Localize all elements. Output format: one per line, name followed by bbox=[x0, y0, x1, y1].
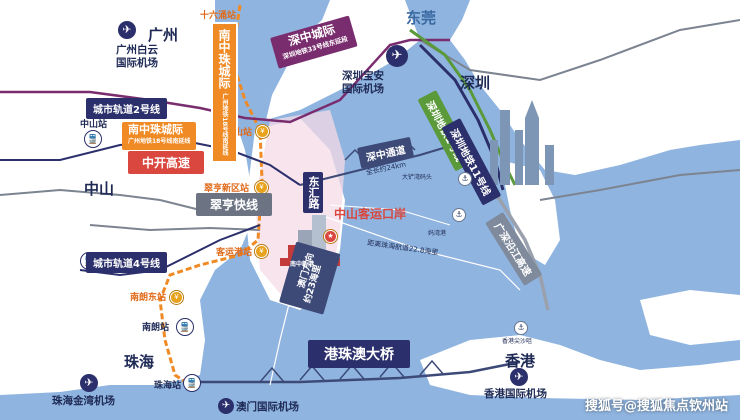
shenzhen-coast bbox=[470, 0, 740, 130]
airport-icon-hongkong: ✈ bbox=[510, 368, 528, 386]
city-guangzhou: 广州 bbox=[148, 26, 179, 44]
anchor-icon-mazhou: ⚓ bbox=[452, 208, 466, 222]
station-pin-keyun: ¥ bbox=[255, 245, 268, 258]
city-zhuhai: 珠海 bbox=[124, 353, 155, 371]
station-nanlang: 南朗站 bbox=[142, 323, 170, 333]
airport-shenzhen: 深圳宝安 国际机场 bbox=[342, 70, 384, 95]
city-zhongshan: 中山 bbox=[84, 180, 115, 198]
tag-metro4: 城市轨道4号线 bbox=[86, 252, 167, 273]
tag-nanzhongzhu-left-sub: 广州地铁18号线南延线 bbox=[128, 138, 191, 145]
tag-hzm-bridge-label: 港珠澳大桥 bbox=[324, 347, 394, 363]
shenzhong-intercity-line bbox=[0, 38, 450, 124]
station-keyun: 客运港站 bbox=[216, 248, 253, 258]
tag-nanzhongzhu-left-label: 南中珠城际 bbox=[128, 123, 183, 136]
tag-metro2: 城市轨道2号线 bbox=[86, 98, 167, 119]
ferry-route-hk bbox=[319, 214, 521, 291]
station-pin-nanlang-east: ¥ bbox=[170, 291, 183, 304]
airport-icon-shenzhen: ✈ bbox=[386, 45, 408, 67]
airport-icon-guangzhou: ✈ bbox=[118, 21, 136, 39]
tag-nanzhongzhu-top-sub: 广州地铁18号线南延线 bbox=[221, 93, 228, 156]
zhongshan-port-label: 中山客运口岸 bbox=[334, 207, 407, 221]
tag-donghui-road: 东汇路 bbox=[303, 172, 323, 213]
hzm-bridge-deck bbox=[195, 360, 521, 384]
airport-macau: 澳门国际机场 bbox=[236, 401, 299, 413]
tag-cuiheng-express: 翠亨快线 bbox=[196, 193, 273, 216]
tag-hzm-bridge: 港珠澳大桥 bbox=[308, 340, 410, 368]
city-shenzhen: 深圳 bbox=[460, 74, 491, 92]
ferry-route-shekou bbox=[329, 204, 451, 226]
nanzhongzhu-line bbox=[158, 4, 264, 387]
airport-icon-zhuhai: ✈ bbox=[80, 374, 98, 392]
station-xiangshan: 香山站 bbox=[225, 128, 253, 138]
tag-nanzhongzhu-left: 南中珠城际 广州地铁18号线南延线 bbox=[122, 122, 197, 150]
city-hongkong: 香港 bbox=[505, 352, 536, 370]
mazhou-label: 妈湾港 bbox=[428, 230, 447, 237]
train-icon-nanlang: 🚆 bbox=[176, 318, 194, 336]
tag-nanzhongzhu-top-label: 南中珠城际 bbox=[217, 29, 231, 89]
tag-metro2-label: 城市轨道2号线 bbox=[93, 105, 160, 116]
airport-guangzhou: 广州白云 国际机场 bbox=[116, 44, 158, 69]
station-zhongshanzhan: 中山站 bbox=[80, 120, 108, 130]
dachan-label: 大铲湾码头 bbox=[402, 174, 433, 181]
project-name: 南中新港 bbox=[290, 261, 315, 268]
tag-cuiheng-express-label: 翠亨快线 bbox=[210, 198, 259, 212]
watermark: 搜狐号@搜狐焦点钦州站 bbox=[584, 399, 728, 414]
airport-zhuhai: 珠海金湾机场 bbox=[52, 395, 115, 407]
city-dongguan: 东莞 bbox=[406, 9, 437, 27]
lantau-island bbox=[420, 335, 740, 400]
tag-zhongkai: 中开高速 bbox=[128, 151, 205, 174]
station-shiliupu: 十六涌站 bbox=[200, 11, 237, 21]
station-zhuhai: 珠海站 bbox=[154, 381, 182, 391]
anchor-icon-shekou: ⚓ bbox=[514, 321, 528, 335]
airport-icon-macau: ✈ bbox=[218, 398, 234, 414]
hk-island bbox=[640, 290, 740, 345]
jianshazui-label: 香港尖沙咀 bbox=[502, 338, 533, 345]
station-pin-xiangshan: ¥ bbox=[256, 125, 269, 138]
train-icon-zhuhai: 🚆 bbox=[183, 374, 201, 392]
train-icon-zhongshan: 🚆 bbox=[84, 130, 102, 148]
tag-zhongkai-label: 中开高速 bbox=[142, 156, 191, 170]
project-pin-icon: ★ bbox=[324, 230, 337, 243]
anchor-icon-dachan: ⚓ bbox=[458, 172, 472, 186]
station-nanlang-east: 南朗东站 bbox=[130, 293, 167, 303]
shekou-peninsula bbox=[500, 160, 560, 265]
airport-hongkong: 香港国际机场 bbox=[484, 388, 547, 400]
metro4-line bbox=[79, 224, 261, 277]
tag-donghui-road-label: 东汇路 bbox=[307, 176, 320, 209]
tag-metro4-label: 城市轨道4号线 bbox=[93, 259, 160, 270]
shenzhen-skyline bbox=[490, 100, 554, 185]
station-cuiheng: 翠亨新区站 bbox=[204, 184, 250, 194]
tag-nanzhongzhu-top: 南中珠城际 广州地铁18号线南延线 bbox=[211, 22, 238, 163]
